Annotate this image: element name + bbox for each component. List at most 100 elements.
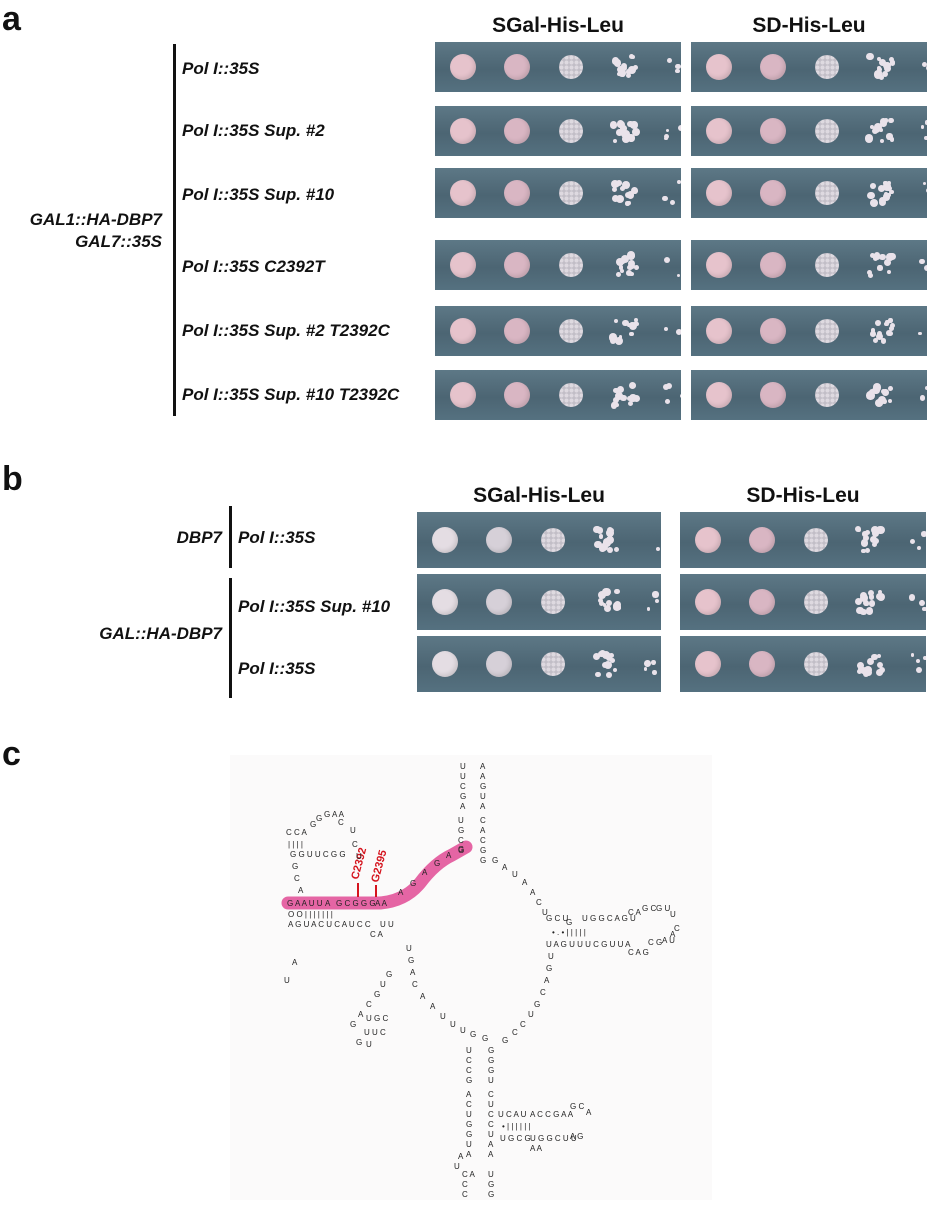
svg-text:U: U — [542, 908, 548, 917]
svg-text:C: C — [488, 1090, 494, 1099]
svg-text:G: G — [488, 1190, 494, 1199]
svg-text:G: G — [386, 970, 392, 979]
svg-text:U: U — [458, 816, 464, 825]
svg-text:G: G — [488, 1056, 494, 1065]
svg-text:A G U A C U C A U C C: A G U A C U C A U C C — [288, 920, 371, 929]
svg-text:| | | |: | | | | — [288, 840, 303, 849]
svg-text:A: A — [488, 1150, 494, 1159]
svg-text:O O | | | | | | |: O O | | | | | | | — [288, 910, 333, 919]
svg-text:U: U — [488, 1100, 494, 1109]
svg-text:C: C — [338, 818, 344, 827]
svg-text:A: A — [522, 878, 528, 887]
highlighted-strand — [281, 840, 473, 910]
svg-text:G: G — [292, 862, 298, 871]
svg-text:A: A — [466, 1150, 472, 1159]
panel-b-bracket-gal — [229, 578, 232, 698]
svg-text:U: U — [440, 1012, 446, 1021]
svg-text:C: C — [352, 840, 358, 849]
svg-text:A: A — [480, 772, 486, 781]
svg-text:A: A — [446, 851, 452, 860]
svg-text:U: U — [512, 870, 518, 879]
svg-text:A: A — [480, 802, 486, 811]
b-sd-plate-row-2 — [680, 574, 926, 630]
svg-text:C: C — [520, 1020, 526, 1029]
svg-text:C: C — [462, 1190, 468, 1199]
svg-text:G: G — [480, 846, 486, 855]
svg-text:C: C — [488, 1120, 494, 1129]
svg-text:A G: A G — [570, 1132, 583, 1141]
panel-a-row-label-6: Pol I::35S Sup. #10 T2392C — [182, 385, 400, 404]
panel-b-column-header-sgal: SGal-His-Leu — [473, 484, 605, 507]
svg-text:C: C — [294, 874, 300, 883]
svg-text:A: A — [488, 1140, 494, 1149]
svg-text:G: G — [480, 782, 486, 791]
svg-text:U A G U U U C G U U A: U A G U U U C G U U A — [546, 940, 631, 949]
svg-text:• . • | | | | |: • . • | | | | | — [552, 928, 586, 937]
panel-b-column-header-sd: SD-His-Leu — [746, 484, 860, 507]
svg-text:C A: C A — [462, 1170, 476, 1179]
svg-text:U: U — [528, 1010, 534, 1019]
svg-text:U: U — [488, 1170, 494, 1179]
panel-b-row-label-3: Pol I::35S — [238, 659, 316, 678]
svg-text:G: G — [458, 846, 464, 855]
panel-b-bracket-dbp7 — [229, 506, 232, 568]
svg-text:G: G — [546, 964, 552, 973]
svg-text:C: C — [480, 836, 486, 845]
panel-b-letter: b — [2, 460, 23, 498]
svg-text:A: A — [430, 1002, 436, 1011]
svg-text:G C U: G C U — [546, 914, 568, 923]
svg-text:C: C — [458, 836, 464, 845]
svg-text:U: U — [406, 944, 412, 953]
svg-text:G C: G C — [570, 1102, 584, 1111]
sgal-plate-row-5 — [435, 306, 681, 356]
svg-text:G: G — [488, 1180, 494, 1189]
svg-text:C: C — [412, 980, 418, 989]
svg-text:G: G — [492, 856, 498, 865]
svg-text:C: C — [536, 898, 542, 907]
sgal-plate-row-6 — [435, 370, 681, 420]
svg-text:A: A — [398, 888, 404, 897]
panel-a-row-label-4: Pol I::35S C2392T — [182, 257, 325, 276]
annotation-g2395: G2395 — [369, 849, 389, 884]
svg-text:U G C G: U G C G — [500, 1134, 531, 1143]
svg-text:A: A — [410, 968, 416, 977]
svg-text:G: G — [350, 1020, 356, 1029]
panel-a-letter: a — [2, 0, 21, 38]
panel-a-column-header-sd: SD-His-Leu — [752, 14, 866, 37]
svg-text:A A: A A — [530, 1144, 543, 1153]
svg-text:A: A — [458, 1152, 464, 1161]
svg-text:A A: A A — [375, 899, 388, 908]
panel-a-row-label-2: Pol I::35S Sup. #2 — [182, 121, 325, 140]
svg-text:A: A — [325, 899, 331, 908]
svg-text:G: G — [534, 1000, 540, 1009]
svg-text:U: U — [460, 762, 466, 771]
svg-text:C: C — [540, 988, 546, 997]
svg-text:A: A — [480, 762, 486, 771]
svg-text:U: U — [670, 910, 676, 919]
svg-text:G: G — [482, 1034, 488, 1043]
panel-c-letter: c — [2, 735, 21, 773]
sd-plate-row-6 — [691, 370, 927, 420]
svg-text:U: U — [450, 1020, 456, 1029]
svg-text:U: U — [350, 826, 356, 835]
svg-text:G A A: G A A — [324, 810, 345, 819]
sd-plate-row-3 — [691, 168, 927, 218]
svg-text:U: U — [480, 792, 486, 801]
svg-text:C A: C A — [370, 930, 384, 939]
panel-a-column-header-sgal: SGal-His-Leu — [492, 14, 624, 37]
svg-text:A: A — [480, 826, 486, 835]
svg-text:G: G — [466, 1120, 472, 1129]
svg-text:U: U — [488, 1076, 494, 1085]
svg-text:U: U — [548, 952, 554, 961]
svg-text:C: C — [462, 1180, 468, 1189]
svg-text:A: A — [422, 868, 428, 877]
svg-text:A: A — [544, 976, 550, 985]
b-sgal-plate-row-1 — [417, 512, 661, 568]
svg-text:U: U — [466, 1140, 472, 1149]
svg-text:G: G — [458, 826, 464, 835]
svg-text:C: C — [466, 1066, 472, 1075]
panel-a-group-bracket — [173, 44, 176, 416]
